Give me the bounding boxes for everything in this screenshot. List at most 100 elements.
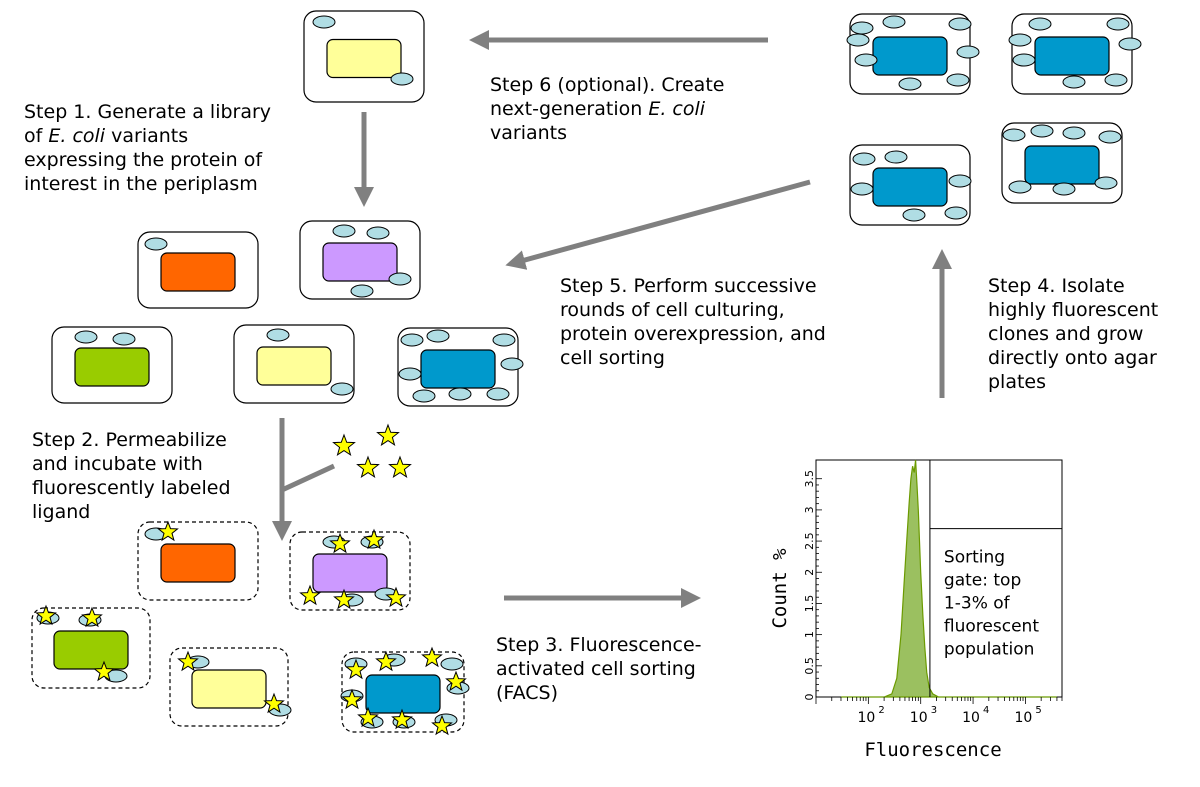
periplasm-protein-dot bbox=[388, 272, 412, 286]
step2-text: Step 2. Permeabilize and incubate with f… bbox=[32, 428, 231, 524]
step2-line4: ligand bbox=[32, 501, 91, 523]
cytoplasm-protein-block bbox=[420, 349, 496, 389]
step6-line2-italic: E. coli bbox=[648, 98, 706, 120]
periplasm-protein-dot bbox=[144, 237, 168, 251]
ligand-star-icon bbox=[333, 588, 355, 610]
cell-illustrations bbox=[31, 10, 1142, 736]
step3-line1: Step 3. Fluorescence- bbox=[496, 634, 702, 656]
periplasm-protein-dot bbox=[1028, 17, 1052, 31]
ligand-star-icon bbox=[363, 528, 385, 550]
ecoli-cell bbox=[137, 520, 259, 601]
step1-line3: expressing the protein of bbox=[24, 149, 263, 171]
step6-line2-start: next-generation bbox=[490, 98, 649, 120]
step4-line2: highly fluorescent bbox=[988, 299, 1159, 321]
step6-line3: variants bbox=[490, 122, 568, 144]
ligand-star-icon bbox=[157, 520, 179, 542]
periplasm-protein-dot bbox=[440, 657, 464, 671]
step2-line1: Step 2. Permeabilize bbox=[32, 429, 227, 451]
periplasm-protein-dot bbox=[390, 72, 414, 86]
y-tick-label: 0 bbox=[803, 694, 816, 701]
y-tick-label: 1 bbox=[803, 631, 816, 638]
step4-line5: plates bbox=[988, 371, 1047, 393]
periplasm-protein-dot bbox=[74, 330, 98, 344]
periplasm-protein-dot bbox=[332, 224, 356, 238]
ecoli-cell bbox=[51, 326, 173, 404]
gate-label-line: 1-3% of bbox=[944, 594, 1011, 614]
y-tick-label: 2 bbox=[803, 569, 816, 576]
y-tick-label: 3.5 bbox=[803, 470, 816, 488]
periplasm-protein-dot bbox=[846, 33, 870, 47]
ligand-star-icon bbox=[177, 650, 199, 672]
step1-line2-end: variants bbox=[105, 125, 189, 147]
gate-label-line: gate: top bbox=[944, 571, 1021, 591]
ligand-star-icon bbox=[81, 606, 103, 628]
x-tick-exponent: 2 bbox=[878, 705, 884, 716]
periplasm-protein-dot bbox=[330, 382, 354, 396]
periplasm-protein-dot bbox=[1062, 126, 1086, 140]
cytoplasm-protein-block bbox=[322, 242, 398, 282]
ecoli-cell bbox=[849, 144, 972, 226]
periplasm-protein-dot bbox=[486, 387, 510, 401]
step5-line1: Step 5. Perform successive bbox=[560, 275, 817, 297]
y-axis-label: Count % bbox=[769, 548, 791, 629]
ecoli-cell bbox=[289, 528, 411, 611]
histogram-area bbox=[841, 459, 1057, 698]
cytoplasm-protein-block bbox=[53, 630, 129, 670]
periplasm-protein-dot bbox=[898, 77, 922, 91]
ligand-star-icon bbox=[329, 532, 351, 554]
periplasm-protein-dot bbox=[266, 328, 290, 342]
process-arrows bbox=[272, 30, 952, 608]
periplasm-protein-dot bbox=[948, 17, 972, 31]
ligand-star-icon bbox=[35, 604, 57, 626]
gate-label-line: population bbox=[944, 640, 1034, 660]
periplasm-protein-dot bbox=[426, 329, 450, 343]
arrow-step5 bbox=[505, 179, 811, 270]
periplasm-protein-dot bbox=[852, 152, 876, 166]
ligand-star-icon bbox=[357, 706, 379, 728]
periplasm-protein-dot bbox=[850, 182, 874, 196]
ligand-star-icon bbox=[376, 423, 400, 447]
step1-line2-start: of bbox=[24, 125, 49, 147]
periplasm-protein-dot bbox=[1118, 37, 1142, 51]
cytoplasm-protein-block bbox=[872, 36, 948, 76]
cytoplasm-protein-block bbox=[160, 543, 236, 583]
y-tick-label: 0.5 bbox=[803, 657, 816, 675]
periplasm-protein-dot bbox=[1030, 124, 1054, 138]
gate-label-line: fluorescent bbox=[944, 617, 1039, 637]
cytoplasm-protein-block bbox=[365, 674, 441, 714]
periplasm-protein-dot bbox=[850, 21, 874, 35]
periplasm-protein-dot bbox=[500, 357, 524, 371]
step5-line3: protein overexpression, and bbox=[560, 323, 826, 345]
ecoli-cell bbox=[303, 10, 425, 103]
periplasm-protein-dot bbox=[412, 389, 436, 403]
step1-text: Step 1. Generate a library of E. coli va… bbox=[24, 100, 271, 196]
ligand-star-icon bbox=[385, 586, 407, 608]
periplasm-protein-dot bbox=[1094, 176, 1118, 190]
cytoplasm-protein-block bbox=[312, 553, 388, 593]
step3-line2: activated cell sorting bbox=[496, 658, 696, 680]
cytoplasm-protein-block bbox=[326, 38, 402, 79]
step6-text: Step 6 (optional). Create next-generatio… bbox=[490, 73, 724, 145]
periplasm-protein-dot bbox=[1098, 130, 1122, 144]
ecoli-cell bbox=[233, 324, 355, 404]
cytoplasm-protein-block bbox=[160, 252, 236, 292]
periplasm-protein-dot bbox=[1062, 75, 1086, 89]
periplasm-protein-dot bbox=[398, 367, 422, 381]
ligand-star-icon bbox=[93, 660, 115, 682]
ligand-star-icon bbox=[345, 658, 367, 680]
step3-text: Step 3. Fluorescence- activated cell sor… bbox=[496, 633, 702, 705]
ecoli-cell bbox=[31, 604, 151, 689]
periplasm-protein-dot bbox=[112, 332, 136, 346]
step2-line2: and incubate with bbox=[32, 453, 203, 475]
periplasm-protein-dot bbox=[902, 208, 926, 222]
step3-line3: (FACS) bbox=[496, 682, 559, 704]
ecoli-cell bbox=[397, 327, 524, 407]
ligand-star-icon bbox=[356, 455, 380, 479]
ecoli-cell bbox=[299, 220, 421, 300]
ligand-star-icon bbox=[263, 692, 285, 714]
step4-line4: directly onto agar bbox=[988, 347, 1157, 369]
periplasm-protein-dot bbox=[1052, 182, 1076, 196]
ecoli-cell bbox=[1008, 13, 1142, 95]
x-tick-label: 10 bbox=[1014, 710, 1032, 726]
